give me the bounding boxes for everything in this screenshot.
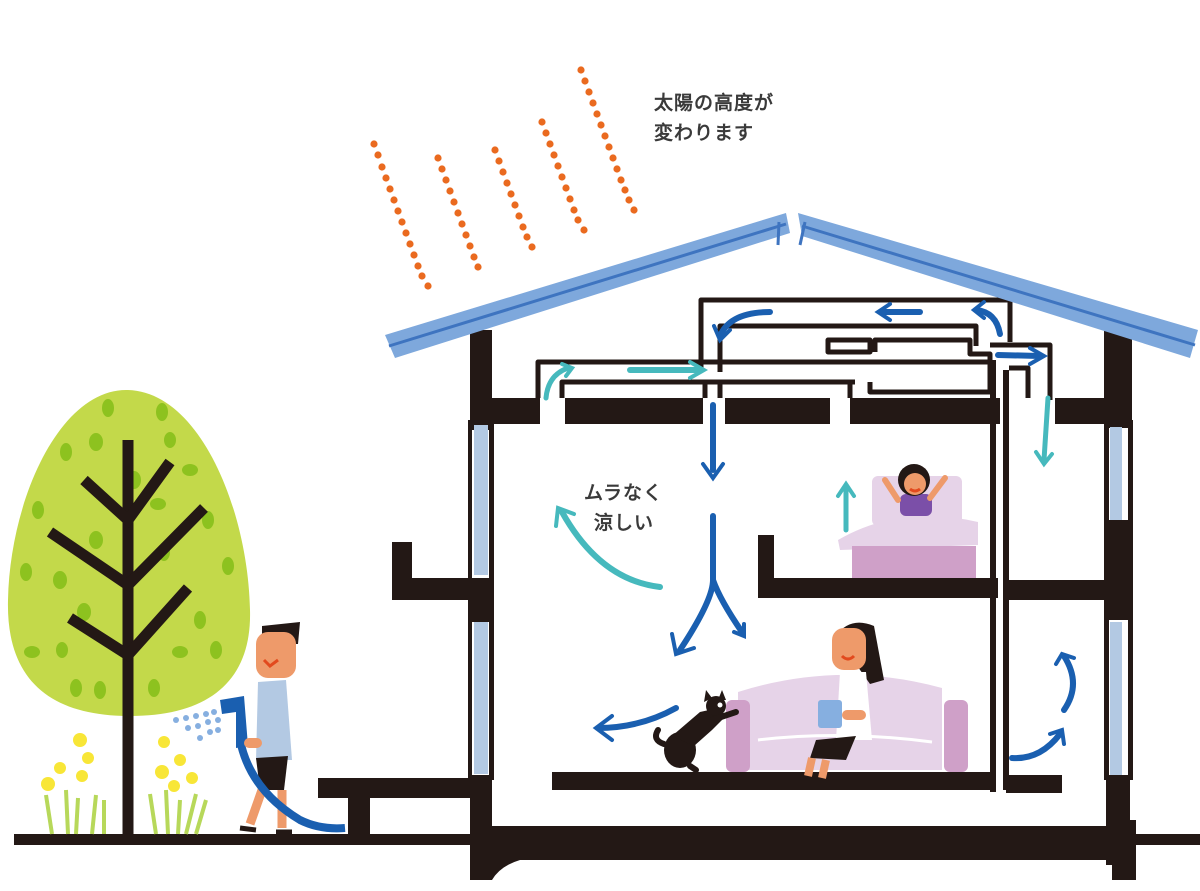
left-wall-mid [470,578,492,622]
flowers [41,733,208,835]
man-face [256,632,296,678]
sun-ray-5 [577,66,638,214]
sun-rays [370,66,638,290]
second-floor-slab [758,578,998,598]
even-cooling-annotation: ムラなく 涼しい [584,478,663,538]
girl-face [904,473,926,495]
tree [7,389,251,838]
attic-floor-a [565,398,703,424]
window-right-upper [1110,427,1122,520]
woman-shirt [836,672,872,740]
tree-trunk [46,440,208,838]
sofa-arm-right [944,700,968,772]
man-watering [173,622,346,835]
woman-face [832,628,866,670]
air-arrow-blue-split [677,513,745,653]
air-arrow-teal-attic-up [543,365,571,401]
sun-angle-line-1: 太陽の高度が [654,92,775,114]
duct-upper-loop [698,297,1013,372]
cup [818,700,842,728]
tree-leaves [20,399,234,699]
house-cross-section [318,330,1136,880]
air-arrow-blue-right-curve-low [1009,731,1063,762]
sun-angle-annotation: 太陽の高度が 変わります [654,88,774,148]
sun-ray-2 [434,154,482,271]
air-arrow-blue-top-left [717,309,773,339]
woman-skirt [810,736,856,760]
even-cooling-line-1: ムラなく [584,482,664,504]
cat [653,690,739,773]
duct-wall-right [1003,370,1009,790]
sun-ray-1 [370,140,432,290]
wood-deck [318,778,478,798]
sun-ray-4 [538,118,588,234]
sun-angle-line-2: 変わります [654,122,755,144]
even-cooling-line-2: 涼しい [594,512,655,534]
attic-floor-d [1055,398,1132,424]
water-spray [173,709,221,741]
sofa-arm-left [726,700,750,772]
roof [385,213,1198,358]
air-arrow-blue-right-curve-up [1061,653,1076,713]
window-right-lower [1110,622,1122,775]
attic-floor-c [850,398,1000,424]
air-unit [867,337,993,395]
man-shirt [256,680,292,760]
bed-blanket [838,516,978,550]
window-left-upper [474,425,488,575]
air-arrow-blue-top-right [973,307,1003,337]
air-arrow-teal-curve-left [559,509,663,590]
woman-on-sofa [804,622,884,779]
girl-in-bed [838,464,978,578]
window-left-lower [474,622,488,774]
bed-base [852,546,976,578]
girl-body [900,494,932,516]
man-shorts [256,756,288,790]
hose [236,739,346,833]
attic-ducts [535,297,1053,400]
airflow-arrows [543,300,1076,762]
attic-floor-b [725,398,830,424]
living-room [653,622,968,779]
air-arrow-teal-right-down [1041,395,1051,463]
first-floor-slab [552,772,996,790]
hose-nozzle [220,696,248,748]
right-wall-mid [1106,520,1130,620]
duct-wall-left [990,360,996,792]
left-wall-inner-line [489,420,494,780]
attic-floor-left [470,398,540,424]
duct-lower-loop [535,359,990,398]
sun-ray-3 [491,146,536,251]
right-wall-lower [1106,775,1130,865]
second-floor-slab-right [1006,580,1106,600]
air-arrow-blue-left-floor [595,705,679,731]
duct-right-branch [990,342,1053,400]
foundation [470,820,1136,880]
air-arrow-blue-right [995,352,1043,359]
